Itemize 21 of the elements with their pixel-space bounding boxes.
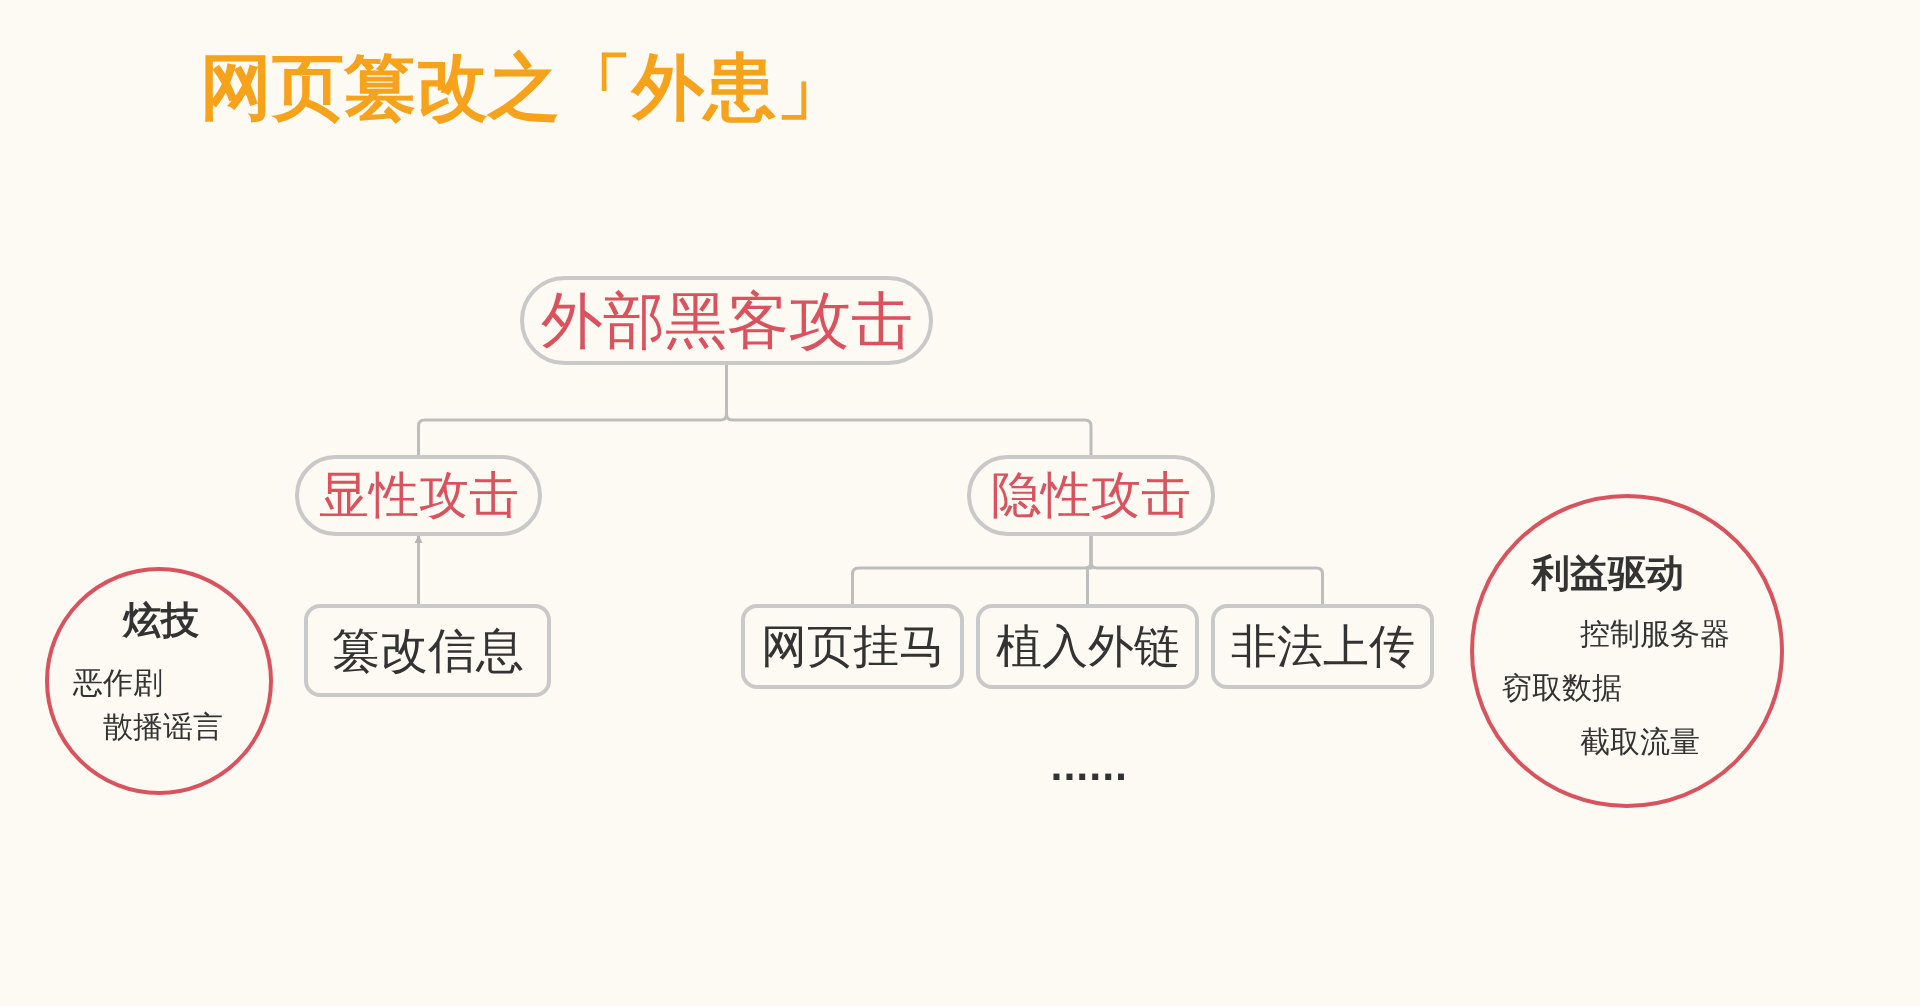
bracket-line <box>725 365 1093 455</box>
rounded-box: 非法上传 <box>1211 604 1434 689</box>
circle-text: 窃取数据 <box>1502 669 1622 707</box>
rounded-box: 网页挂马 <box>741 604 964 689</box>
circle-heading: 炫技 <box>123 597 199 644</box>
circle-text: 散播谣言 <box>103 708 223 746</box>
bracket-line <box>1089 536 1324 604</box>
circle-text: 截取流量 <box>1580 723 1700 761</box>
circle-callout <box>1470 494 1784 808</box>
rounded-box: 植入外链 <box>976 604 1199 689</box>
arrow <box>414 535 423 604</box>
rounded-box: 隐性攻击 <box>967 455 1215 536</box>
circle-text: 恶作剧 <box>73 664 163 702</box>
circle-heading: 利益驱动 <box>1532 550 1684 597</box>
ellipsis-note: ...... <box>1050 748 1128 788</box>
rounded-box: 显性攻击 <box>295 455 542 536</box>
circle-text: 控制服务器 <box>1580 615 1730 653</box>
rounded-box: 篡改信息 <box>304 604 551 697</box>
rounded-box: 外部黑客攻击 <box>520 276 933 365</box>
circle-callout <box>45 567 273 795</box>
title: 网页篡改之「外患」 <box>200 44 848 131</box>
